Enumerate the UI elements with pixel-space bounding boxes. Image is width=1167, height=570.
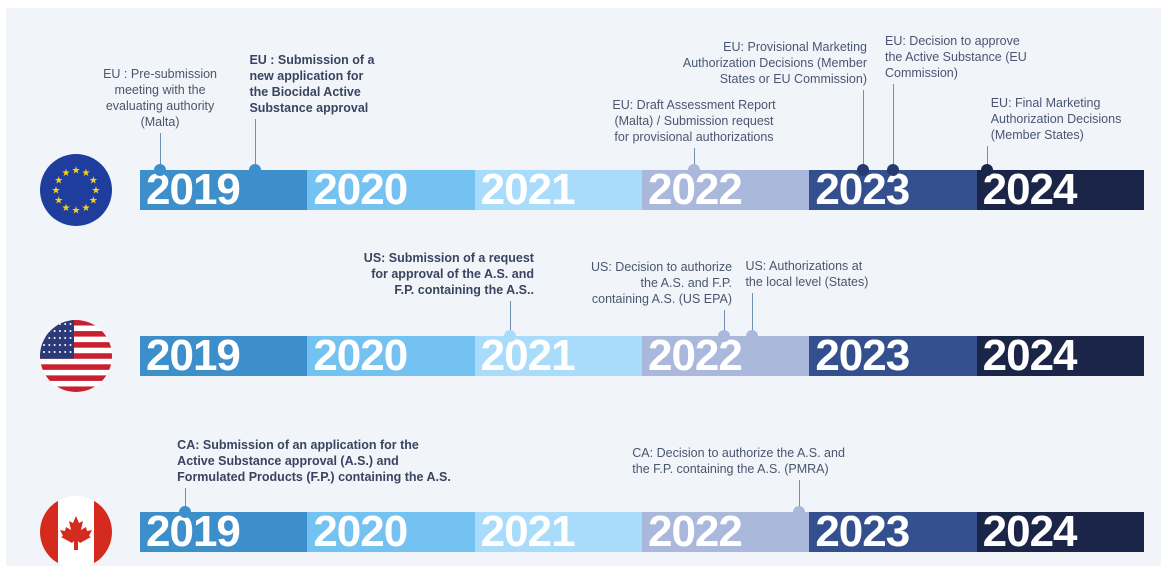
year-segment-2019: 2019 (140, 336, 308, 376)
event-label-eu: EU: Final Marketing Authorization Decisi… (990, 96, 1122, 142)
year-label: 2023 (815, 170, 910, 210)
timeline-track-eu: 2019 2020 2021 2022 2023 2024 (140, 170, 1144, 210)
event-label-eu: EU: Draft Assessment Report (Malta) / Su… (612, 98, 776, 144)
us-flag-icon (40, 320, 112, 392)
year-segment-2021: 2021 (474, 170, 642, 210)
year-segment-2022: 2022 (641, 336, 810, 376)
year-label: 2022 (647, 512, 743, 552)
event-label-eu: EU: Provisional Marketing Authorization … (682, 40, 867, 86)
svg-text:★: ★ (72, 206, 81, 217)
event-stem (160, 133, 162, 168)
event-stem (862, 90, 864, 168)
year-segment-2019: 2019 (140, 512, 308, 552)
svg-text:★: ★ (54, 176, 63, 187)
year-segment-2024: 2024 (976, 336, 1144, 376)
event-label-us: US: Decision to authorize the A.S. and F… (590, 260, 733, 306)
year-segment-2021: 2021 (474, 512, 642, 552)
event-marker-dot (980, 164, 993, 176)
svg-text:★: ★ (62, 203, 71, 214)
event-label-ca: CA: Decision to authorize the A.S. and t… (632, 446, 845, 476)
event-marker-dot (717, 330, 730, 342)
year-segment-2019: 2019 (140, 170, 308, 210)
event-marker-dot (154, 164, 167, 176)
year-segment-2024: 2024 (976, 170, 1144, 210)
year-label: 2019 (146, 336, 241, 376)
svg-text:★: ★ (54, 196, 63, 207)
event-label-eu: EU: Decision to approve the Active Subst… (885, 34, 1027, 80)
year-segment-2022: 2022 (641, 512, 810, 552)
year-label: 2021 (480, 170, 576, 210)
event-marker-dot (793, 506, 806, 518)
year-segment-2022: 2022 (641, 170, 810, 210)
event-stem (986, 146, 988, 168)
year-segment-2020: 2020 (307, 170, 475, 210)
year-label: 2021 (480, 512, 576, 552)
year-segment-2023: 2023 (809, 512, 977, 552)
svg-text:★: ★ (89, 176, 98, 187)
canada-flag-icon (40, 496, 112, 568)
event-stem (752, 293, 754, 334)
year-label: 2024 (982, 512, 1078, 552)
svg-text:★: ★ (92, 186, 101, 197)
event-label-eu: EU : Pre-submission meeting with the eva… (103, 67, 218, 129)
year-label: 2019 (146, 170, 241, 210)
eu-flag-icon: ★★★★★★★★★★★★ (40, 154, 112, 226)
year-segment-2020: 2020 (307, 512, 475, 552)
year-label: 2023 (815, 512, 910, 552)
event-marker-dot (687, 164, 700, 176)
event-label-ca: CA: Submission of an application for the… (177, 438, 451, 484)
year-segment-2020: 2020 (307, 336, 475, 376)
event-stem (893, 84, 894, 168)
diagram-background (6, 8, 1161, 566)
year-label: 2022 (647, 170, 743, 210)
event-marker-dot (887, 164, 899, 176)
year-label: 2023 (815, 336, 910, 376)
event-label-us: US: Submission of a request for approval… (363, 251, 534, 297)
svg-text:★: ★ (52, 186, 61, 197)
year-label: 2024 (982, 170, 1078, 210)
year-segment-2024: 2024 (976, 512, 1144, 552)
timeline-track-ca: 2019 2020 2021 2022 2023 2024 (140, 512, 1144, 552)
event-marker-dot (503, 330, 516, 342)
svg-text:★: ★ (72, 166, 81, 177)
svg-text:★: ★ (89, 196, 98, 207)
event-stem (693, 148, 695, 168)
event-stem (723, 310, 725, 334)
year-label: 2020 (313, 170, 408, 210)
event-marker-dot (746, 330, 759, 342)
svg-text:★: ★ (82, 203, 91, 214)
event-label-eu: EU : Submission of a new application for… (249, 53, 375, 115)
year-label: 2024 (982, 336, 1078, 376)
event-marker-dot (249, 164, 262, 176)
year-label: 2022 (647, 336, 743, 376)
event-marker-dot (179, 506, 192, 518)
event-stem (185, 488, 187, 510)
year-label: 2020 (313, 336, 408, 376)
year-segment-2023: 2023 (809, 336, 977, 376)
event-marker-dot (856, 164, 869, 176)
event-stem (799, 480, 801, 510)
timeline-track-us: 2019 2020 2021 2022 2023 2024 (140, 336, 1144, 376)
svg-text:★: ★ (62, 168, 71, 179)
year-segment-2021: 2021 (474, 336, 642, 376)
event-stem (509, 301, 511, 334)
year-label: 2019 (146, 512, 241, 552)
year-label: 2020 (313, 512, 408, 552)
event-label-us: US: Authorizations at the local level (S… (745, 259, 869, 289)
year-segment-2023: 2023 (809, 170, 977, 210)
year-label: 2021 (480, 336, 576, 376)
event-stem (255, 119, 257, 168)
svg-text:★: ★ (82, 168, 91, 179)
